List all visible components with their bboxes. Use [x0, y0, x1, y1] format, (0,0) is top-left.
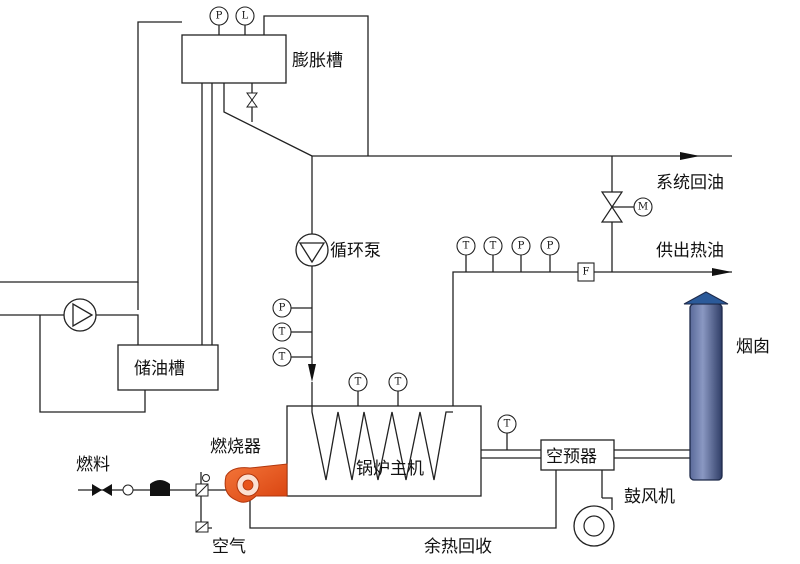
- gauge-temp-boiler-2: T: [388, 372, 408, 392]
- circulation-pump-icon: [295, 233, 329, 267]
- gauge-pressure-pump: P: [272, 298, 292, 318]
- gauge-temp-supply-2: T: [483, 236, 503, 256]
- gauge-temp-flue: T: [497, 414, 517, 434]
- expansion-valve-icon: [246, 92, 258, 108]
- label-expansion-tank: 膨胀槽: [292, 51, 343, 71]
- boiler-coil: [311, 382, 453, 481]
- chimney-arrow-icon: [683, 291, 729, 305]
- svg-text:P: P: [518, 241, 525, 252]
- svg-text:T: T: [355, 377, 362, 388]
- fuel-gauge-small-icon: [122, 484, 134, 496]
- supply-flow-arrow: [712, 268, 732, 276]
- motor-valve-icon: [600, 191, 634, 223]
- label-fuel: 燃料: [76, 455, 110, 475]
- gauge-pressure-supply-1: P: [511, 236, 531, 256]
- chimney: [683, 291, 729, 481]
- blower-icon: [573, 497, 615, 547]
- label-supply-oil: 供出热油: [656, 241, 724, 261]
- flow-meter: F: [577, 262, 595, 282]
- svg-text:T: T: [490, 241, 497, 252]
- gauge-pressure-supply-2: P: [540, 236, 560, 256]
- svg-text:T: T: [279, 352, 286, 363]
- label-burner: 燃烧器: [210, 437, 261, 457]
- fuel-filter-icon: [150, 480, 170, 496]
- svg-text:F: F: [583, 267, 590, 278]
- label-blower: 鼓风机: [624, 487, 675, 507]
- gauge-temp-boiler-1: T: [348, 372, 368, 392]
- motor-gauge: M: [633, 197, 653, 217]
- gauge-temp-pump-2: T: [272, 347, 292, 367]
- svg-text:T: T: [463, 241, 470, 252]
- flow-arrows: [308, 152, 732, 382]
- svg-text:P: P: [547, 241, 554, 252]
- label-return-oil: 系统回油: [656, 173, 724, 193]
- storage-pump-icon: [63, 298, 97, 332]
- gauge-pressure-expansion: P: [209, 6, 229, 26]
- label-air: 空气: [212, 537, 246, 557]
- label-storage-tank: 储油槽: [134, 359, 185, 379]
- label-circulation-pump: 循环泵: [330, 241, 381, 261]
- svg-text:P: P: [216, 11, 223, 22]
- air-preheater: [540, 439, 615, 471]
- svg-text:L: L: [242, 11, 249, 22]
- gauge-temp-supply-1: T: [456, 236, 476, 256]
- svg-text:T: T: [504, 419, 511, 430]
- storage-tank: [117, 344, 219, 391]
- fuel-valve-left-icon: [92, 484, 102, 496]
- expansion-tank: [181, 34, 287, 84]
- svg-text:T: T: [279, 327, 286, 338]
- burner-icon: [224, 463, 288, 503]
- svg-text:T: T: [395, 377, 402, 388]
- gauge-temp-pump-1: T: [272, 322, 292, 342]
- label-air-preheater: 空预器: [546, 447, 597, 467]
- label-boiler-main: 锅炉主机: [356, 459, 424, 479]
- label-waste-heat-recovery: 余热回收: [424, 537, 492, 557]
- pump-down-arrow: [308, 364, 316, 382]
- svg-text:P: P: [279, 303, 286, 314]
- label-chimney: 烟囱: [736, 337, 770, 357]
- svg-text:M: M: [638, 202, 648, 213]
- return-flow-arrow: [680, 152, 700, 160]
- gauge-level-expansion: L: [235, 6, 255, 26]
- fuel-fittings: [92, 474, 210, 533]
